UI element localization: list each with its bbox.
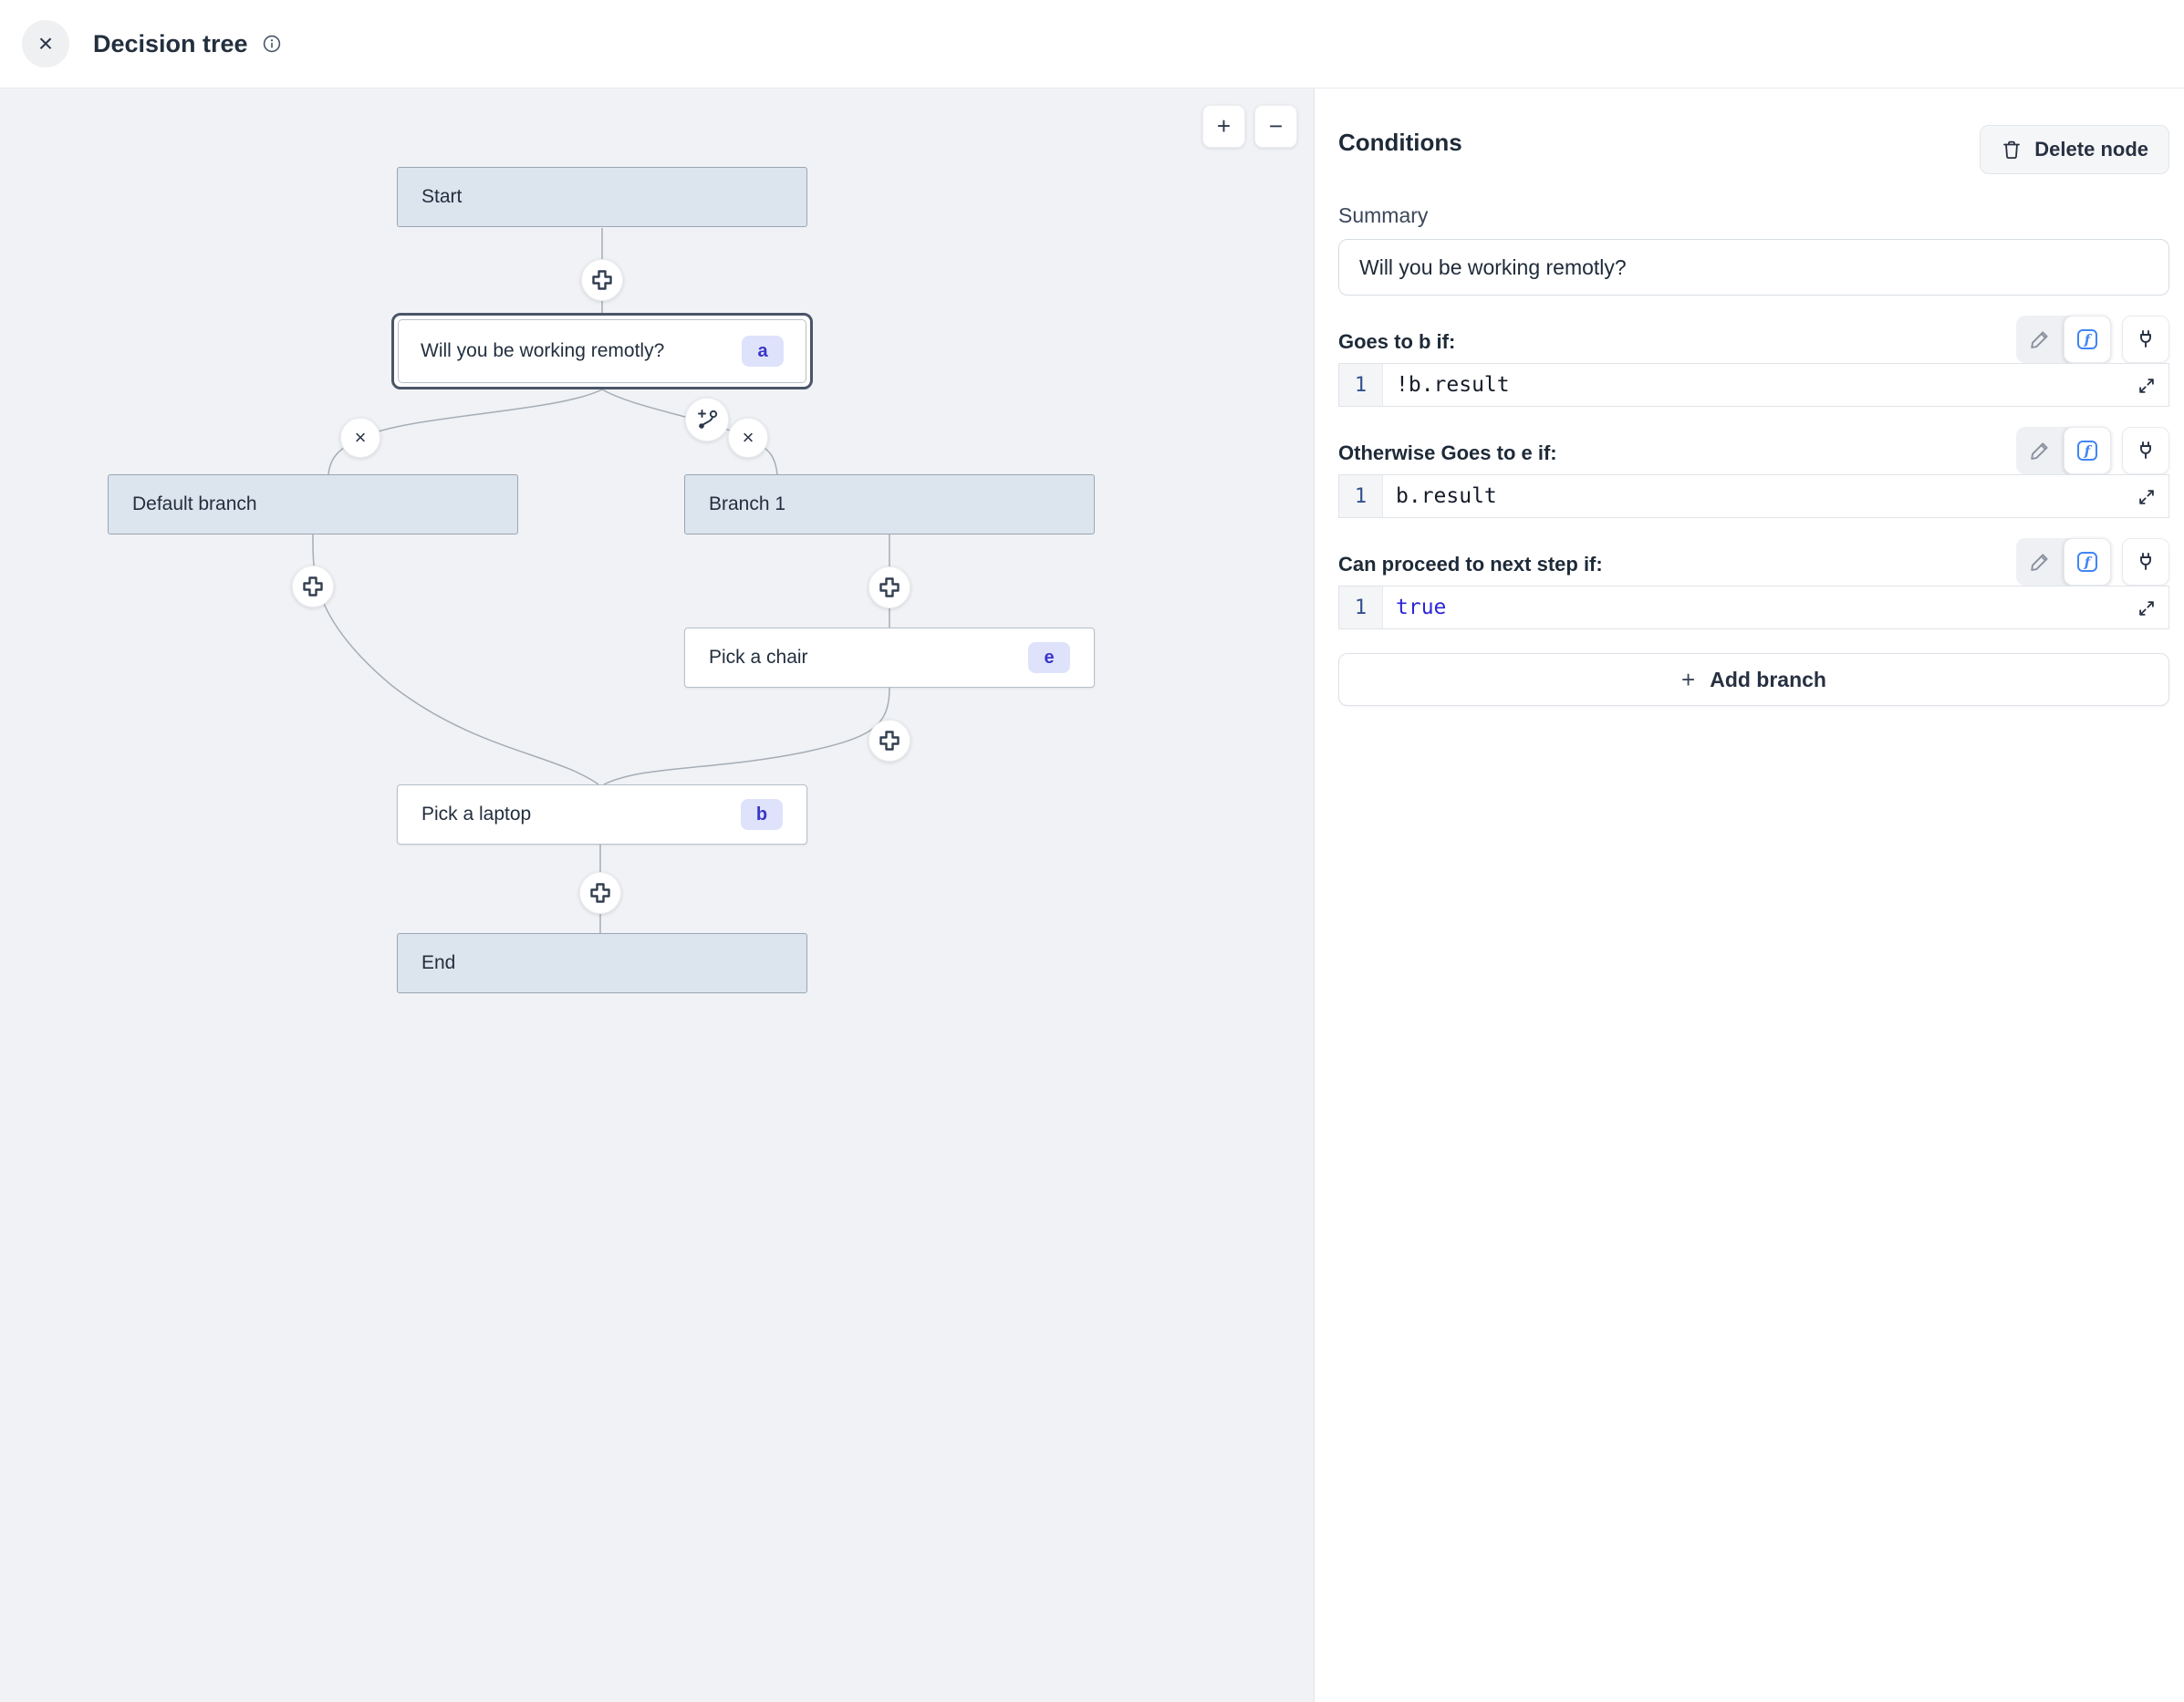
zoom-out-button[interactable]: − [1254,105,1297,148]
code-text[interactable]: b.result [1396,484,1497,508]
node-label: Start [421,186,463,207]
line-number: 1 [1339,475,1383,517]
connect-data-button[interactable] [2122,316,2169,363]
condition-label: Goes to b if: [1338,330,1456,353]
code-text[interactable]: !b.result [1396,373,1510,397]
condition-label: Can proceed to next step if: [1338,553,1603,576]
node-label: Branch 1 [709,493,786,514]
code-editor[interactable]: 1 !b.result [1338,363,2169,407]
editor-mode-toggle: f [2016,538,2111,586]
fx-icon: f [2077,441,2097,461]
fx-mode-button[interactable]: f [2064,316,2111,363]
add-node-icon [879,731,900,751]
plus-icon: + [1681,665,1696,693]
node-label: End [421,952,456,973]
pencil-icon [2031,331,2048,348]
node-badge: e [1028,642,1070,673]
condition-section: Can proceed to next step if: f [1338,531,2169,629]
add-node-button[interactable] [292,566,334,607]
flow-canvas[interactable]: Start Will you be working remotly? a Def… [0,88,1315,1702]
line-number: 1 [1339,364,1383,406]
node-label: Pick a chair [709,647,808,668]
svg-text:f: f [2084,443,2093,460]
node-end[interactable]: End [397,933,807,993]
node-start[interactable]: Start [397,167,807,227]
close-icon[interactable]: × [22,20,69,67]
info-icon[interactable] [263,35,281,53]
node-branch-1[interactable]: Branch 1 [684,474,1095,534]
app-header: × Decision tree [0,0,2184,88]
pencil-icon [2031,554,2048,571]
code-text[interactable]: true [1396,596,1447,619]
editor-mode-toggle: f [2016,316,2111,363]
condition-section: Goes to b if: f [1338,308,2169,407]
connect-data-button[interactable] [2122,538,2169,586]
remove-branch-button[interactable]: × [728,418,768,458]
add-branch-label: Add branch [1710,667,1826,691]
node-label: Default branch [132,493,257,514]
text-mode-button[interactable] [2016,427,2064,474]
node-label: Pick a laptop [421,804,532,825]
expand-editor-button[interactable] [2127,366,2167,406]
summary-input[interactable] [1338,239,2169,296]
delete-node-button[interactable]: Delete node [1980,125,2169,174]
condition-label: Otherwise Goes to e if: [1338,441,1557,464]
add-node-button[interactable] [868,566,910,608]
add-node-icon [590,883,610,903]
node-pick-laptop[interactable]: Pick a laptop b [397,784,807,845]
conditions-panel: Conditions Delete node Summary Goes to b… [1315,88,2184,1702]
summary-label: Summary [1338,203,1429,227]
condition-section: Otherwise Goes to e if: f [1338,420,2169,518]
add-node-button[interactable] [581,259,623,301]
add-branch-port-button[interactable] [685,398,729,441]
add-node-button[interactable] [868,720,910,762]
code-editor[interactable]: 1 b.result [1338,474,2169,518]
plug-icon [2140,441,2151,459]
fx-icon: f [2077,329,2097,349]
node-label: Will you be working remotly? [421,340,665,361]
editor-mode-toggle: f [2016,427,2111,474]
connect-data-button[interactable] [2122,427,2169,474]
node-badge: a [742,336,784,367]
node-badge: b [741,799,783,830]
delete-node-label: Delete node [2034,138,2148,161]
panel-title: Conditions [1338,129,1462,156]
add-node-icon [303,576,323,597]
add-node-button[interactable] [579,872,621,914]
branch-split-icon [698,410,718,429]
remove-branch-button[interactable]: × [340,418,380,458]
svg-text:f: f [2084,555,2093,571]
node-question-selected[interactable]: Will you be working remotly? a [391,313,813,389]
node-default-branch[interactable]: Default branch [108,474,518,534]
plug-icon [2140,553,2151,570]
page-title: Decision tree [93,29,248,57]
plug-icon [2140,330,2151,348]
text-mode-button[interactable] [2016,538,2064,586]
pencil-icon [2031,442,2048,460]
add-node-icon [592,270,612,290]
line-number: 1 [1339,586,1383,628]
fx-icon: f [2077,552,2097,572]
add-branch-button[interactable]: + Add branch [1338,653,2169,706]
trash-icon [2003,140,2021,160]
code-editor[interactable]: 1 true [1338,586,2169,629]
expand-icon [2139,379,2154,393]
zoom-in-button[interactable]: + [1202,105,1245,148]
expand-editor-button[interactable] [2127,477,2167,517]
x-icon: × [742,426,754,449]
node-pick-chair[interactable]: Pick a chair e [684,628,1095,688]
expand-icon [2139,490,2154,504]
expand-icon [2139,601,2154,616]
x-icon: × [354,426,367,449]
fx-mode-button[interactable]: f [2064,427,2111,474]
text-mode-button[interactable] [2016,316,2064,363]
svg-text:f: f [2084,332,2093,348]
add-node-icon [879,577,900,597]
fx-mode-button[interactable]: f [2064,538,2111,586]
expand-editor-button[interactable] [2127,588,2167,628]
